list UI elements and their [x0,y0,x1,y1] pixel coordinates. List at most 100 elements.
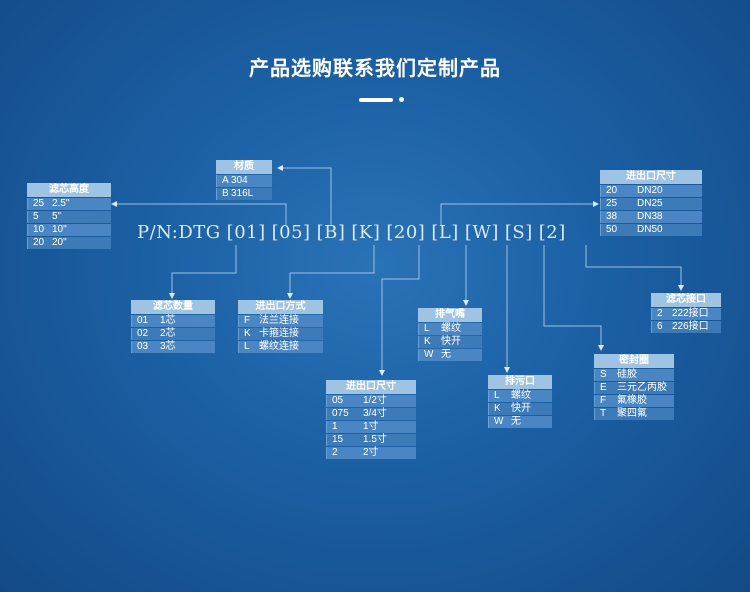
option-label: 氟橡胶 [617,395,647,406]
option-code: W [424,349,434,360]
table-header: 材质 [216,160,272,174]
option-label: DN25 [637,198,663,209]
option-code: A [222,175,229,186]
wire-filter-interface [585,245,684,291]
wire-outlet-inch [379,245,420,376]
wire-seal [543,245,604,351]
table-row: F 氟橡胶 [594,395,674,407]
option-code: 01 [137,315,149,326]
option-label: DN38 [637,211,663,222]
option-code: F [600,395,607,406]
option-label: 20" [52,237,67,248]
option-label: 2芯 [160,328,176,339]
pn-prefix: P/N:DTG [137,222,221,243]
option-code: 25 [606,198,618,209]
option-code: F [244,315,251,326]
option-code: S [600,369,607,380]
option-label: DN20 [637,185,663,196]
option-code: 50 [606,224,618,235]
option-label: 3/4寸 [363,408,387,419]
option-label: 螺纹 [511,390,531,401]
table-row: L 螺纹 [418,323,482,335]
table-header: 进出口尺寸 [326,380,416,394]
option-code: B [222,188,229,199]
table-row: S 硅胶 [594,369,674,381]
table-row: 075 3/4寸 [326,408,416,420]
option-code: 25 [33,198,45,209]
pn-seg-w: [W] [464,222,499,243]
option-code: L [244,341,250,352]
option-label: 螺纹 [441,323,461,334]
table-header: 滤芯高度 [27,183,111,197]
wire-material [277,165,332,225]
title-dot [399,97,404,102]
option-label: 5" [52,211,62,222]
option-code: 1 [332,421,338,432]
option-code: T [600,408,607,419]
option-label: 卡箍连接 [259,328,299,339]
wire-connection [287,245,375,299]
table-header: 进出口尺寸 [600,170,702,184]
option-code: E [600,382,607,393]
option-code: 2 [332,447,338,458]
table-header: 滤芯接口 [651,293,721,307]
option-code: W [494,416,504,427]
wire-outlet-dn [440,201,599,225]
pn-seg-2: [2] [538,222,566,243]
table-row: 5 5" [27,211,111,223]
option-code: 03 [137,341,149,352]
option-label: DN50 [637,224,663,235]
option-label: 快开 [511,403,531,414]
option-code: 10 [33,224,45,235]
option-label: 无 [511,416,521,427]
option-code: 075 [332,408,349,419]
option-code: 6 [657,321,663,332]
option-label: 螺纹连接 [259,341,299,352]
option-label: 316L [231,188,254,199]
option-code: L [424,323,430,334]
table-header: 进出口方式 [238,300,323,314]
table-header: 排气嘴 [418,308,482,322]
option-label: 1.5寸 [363,434,387,445]
option-label: 3芯 [160,341,176,352]
option-code: 15 [332,434,344,445]
option-label: 硅胶 [617,369,637,380]
pn-seg-s: [S] [504,222,533,243]
table-row: L 螺纹连接 [238,341,323,353]
pn-seg-l: [L] [431,222,459,243]
wire-filter-count [169,245,237,299]
option-code: K [494,403,501,414]
pn-seg-k: [K] [351,222,381,243]
pn-seg-b: [B] [316,222,346,243]
option-label: 304 [231,175,248,186]
table-row: 25 DN25 [600,198,702,210]
option-label: 聚四氟 [617,408,647,419]
option-code: 2 [657,308,663,319]
table-header: 密封圈 [594,354,674,368]
option-code: 5 [33,211,39,222]
